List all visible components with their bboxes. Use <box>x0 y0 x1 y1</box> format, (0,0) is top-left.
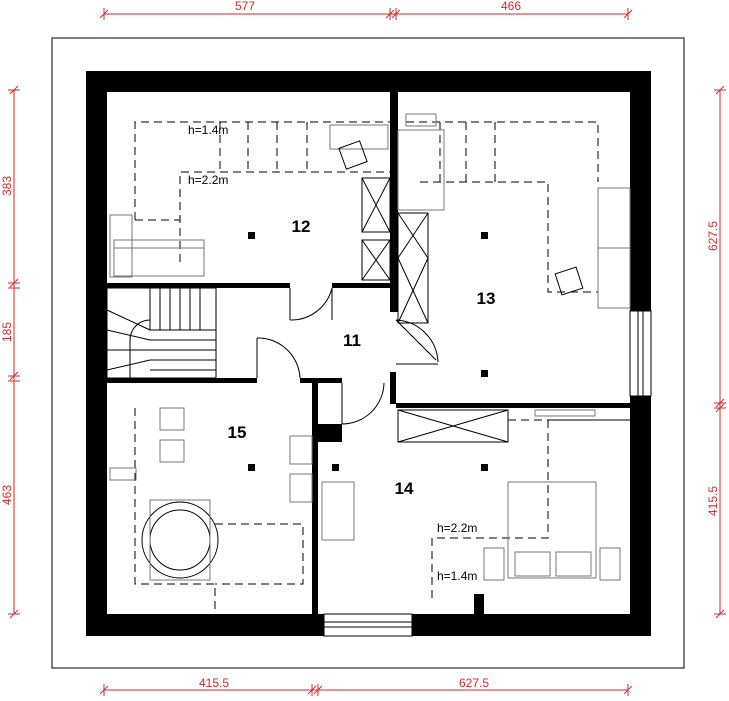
room14-furniture <box>289 409 630 598</box>
staircase <box>106 287 217 379</box>
dim-left-1: 383 <box>0 176 14 196</box>
window-bottom <box>323 613 413 637</box>
dim-left-2: 185 <box>0 322 14 342</box>
dim-bottom-1: 415.5 <box>199 676 229 690</box>
room15-furniture <box>109 407 304 610</box>
room-label-15: 15 <box>228 423 247 442</box>
height-note-room14-high: h=2.2m <box>437 521 477 535</box>
dim-right-2: 415.5 <box>706 486 720 516</box>
room-label-14: 14 <box>395 479 414 498</box>
height-note-room12-low: h=1.4m <box>188 123 228 137</box>
dim-top-1: 577 <box>235 0 255 13</box>
room13-furniture <box>397 113 631 324</box>
height-note-room14-low: h=1.4m <box>437 569 477 583</box>
dimension-left: 383 185 463 <box>0 85 20 619</box>
dim-right-1: 627.5 <box>706 221 720 251</box>
room-label-11: 11 <box>343 331 361 350</box>
room12-furniture <box>109 121 391 281</box>
dimension-bottom: 415.5 627.5 <box>99 676 633 696</box>
walls <box>86 71 651 636</box>
window-right <box>629 310 652 397</box>
room-label-12: 12 <box>292 217 311 236</box>
doors <box>256 287 439 425</box>
dimension-right: 627.5 415.5 <box>706 85 726 619</box>
dimension-top: 577 466 <box>99 0 633 20</box>
plan-frame <box>51 37 685 669</box>
dim-bottom-2: 627.5 <box>459 676 489 690</box>
height-note-room12-high: h=2.2m <box>188 173 228 187</box>
room-label-13: 13 <box>477 289 496 308</box>
dim-top-2: 466 <box>501 0 521 13</box>
room-markers <box>248 232 488 471</box>
dim-left-3: 463 <box>0 485 14 505</box>
